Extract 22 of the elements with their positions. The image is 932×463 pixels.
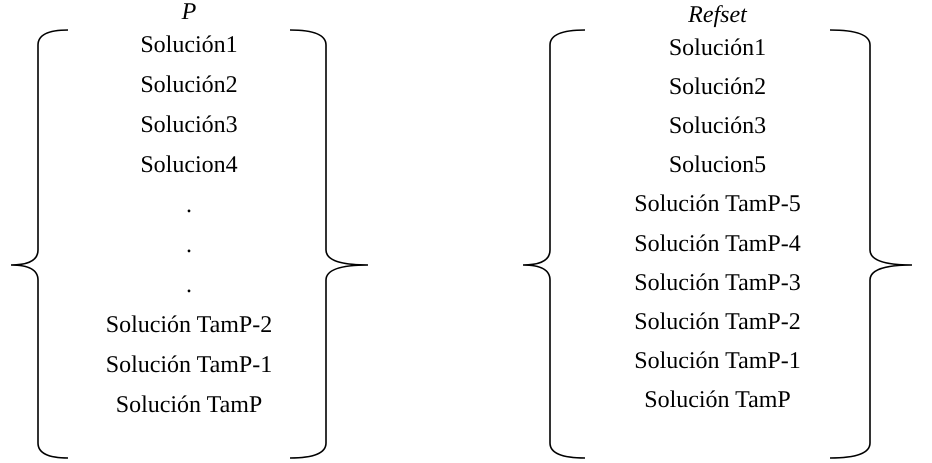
set-element: Solución3 <box>668 113 766 140</box>
set-element: Solución TamP-1 <box>106 352 272 378</box>
set-element: Solución TamP-3 <box>634 270 801 296</box>
set-element: Solución TamP-2 <box>106 312 272 338</box>
set-name: Refset <box>688 2 747 28</box>
set-element: Solución TamP <box>644 387 791 413</box>
set-element: . <box>186 192 192 218</box>
set-element: Solución1 <box>668 35 766 61</box>
set-element: . <box>186 232 192 258</box>
set-element: Solución2 <box>668 74 766 100</box>
set-element: Solución TamP-1 <box>634 348 801 374</box>
set-element: Solución1 <box>140 32 238 58</box>
set-element: Solución2 <box>140 72 238 98</box>
set-element: Solucion5 <box>668 152 766 178</box>
set-element: Solucion4 <box>140 152 238 178</box>
set-element: Solución TamP-5 <box>634 191 801 218</box>
set-element: Solución TamP-4 <box>634 230 801 257</box>
set-name: P <box>182 0 196 25</box>
set-element: Solución TamP-2 <box>634 308 801 335</box>
set-element: Solución3 <box>140 112 238 138</box>
set-element: Solución TamP <box>116 392 262 418</box>
set-element: . <box>186 272 192 298</box>
